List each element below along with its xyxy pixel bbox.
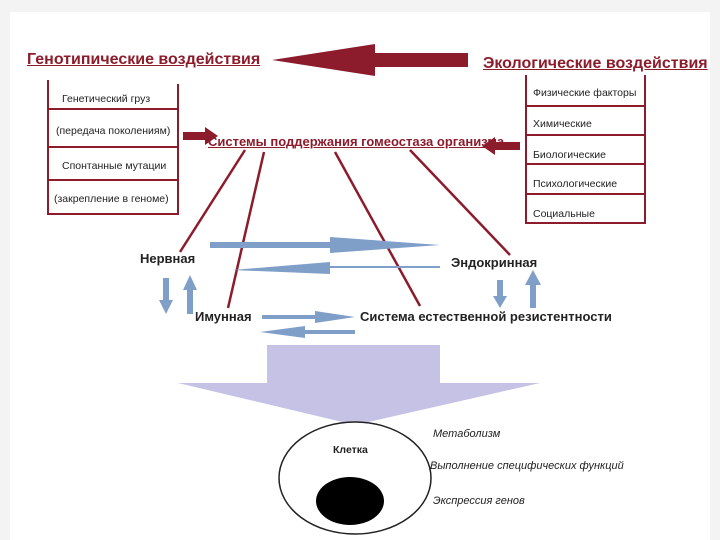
endocrine-down-arrow (493, 280, 507, 308)
genotypic-item-2: (передача поколениям) (56, 125, 171, 137)
homeostasis-links (178, 149, 511, 309)
genotypic-item-4: (закрепление в геноме) (54, 193, 169, 205)
ecological-to-genotypic-arrow (272, 44, 468, 76)
left-small-arrow (183, 127, 218, 145)
cell-function-1: Метаболизм (433, 428, 501, 440)
right-small-arrow (482, 137, 520, 155)
homeostasis-title: Системы поддержания гомеостаза организма (208, 134, 505, 149)
ecological-bracket (525, 75, 646, 224)
ecological-item-4: Психологические (533, 178, 618, 190)
nervous-up-arrow (183, 275, 197, 314)
cell-nucleus (316, 477, 384, 525)
system-immune: Имунная (195, 309, 252, 324)
genotypic-item-1: Генетический груз (62, 93, 151, 105)
endocrine-up-arrow (525, 270, 541, 308)
system-endocrine: Эндокринная (451, 255, 538, 270)
genotypic-title: Генотипические воздействия (27, 51, 261, 68)
cell-function-3: Экспрессия генов (433, 495, 525, 507)
system-nervous: Нервная (140, 251, 196, 266)
nervous-to-endocrine-arrow (210, 237, 440, 253)
resistance-to-immune-arrow (260, 326, 355, 338)
cell-label: Клетка (333, 444, 368, 456)
genotypic-item-3: Спонтанные мутации (62, 160, 167, 172)
system-resistance: Система естественной резистентности (360, 309, 612, 324)
genotypic-bracket (47, 80, 179, 215)
ecological-item-5: Социальные (533, 208, 595, 220)
immune-to-resistance-arrow (262, 311, 355, 323)
ecological-item-1: Физические факторы (533, 87, 637, 99)
ecological-item-3: Биологические (533, 149, 607, 161)
cell-function-2: Выполнение специфических функций (430, 460, 624, 472)
ecological-title: Экологические воздействия (483, 55, 708, 72)
endocrine-to-nervous-arrow (232, 262, 440, 274)
nervous-down-arrow (159, 278, 173, 314)
ecological-item-2: Химические (533, 118, 592, 130)
to-cell-arrow (178, 345, 540, 425)
